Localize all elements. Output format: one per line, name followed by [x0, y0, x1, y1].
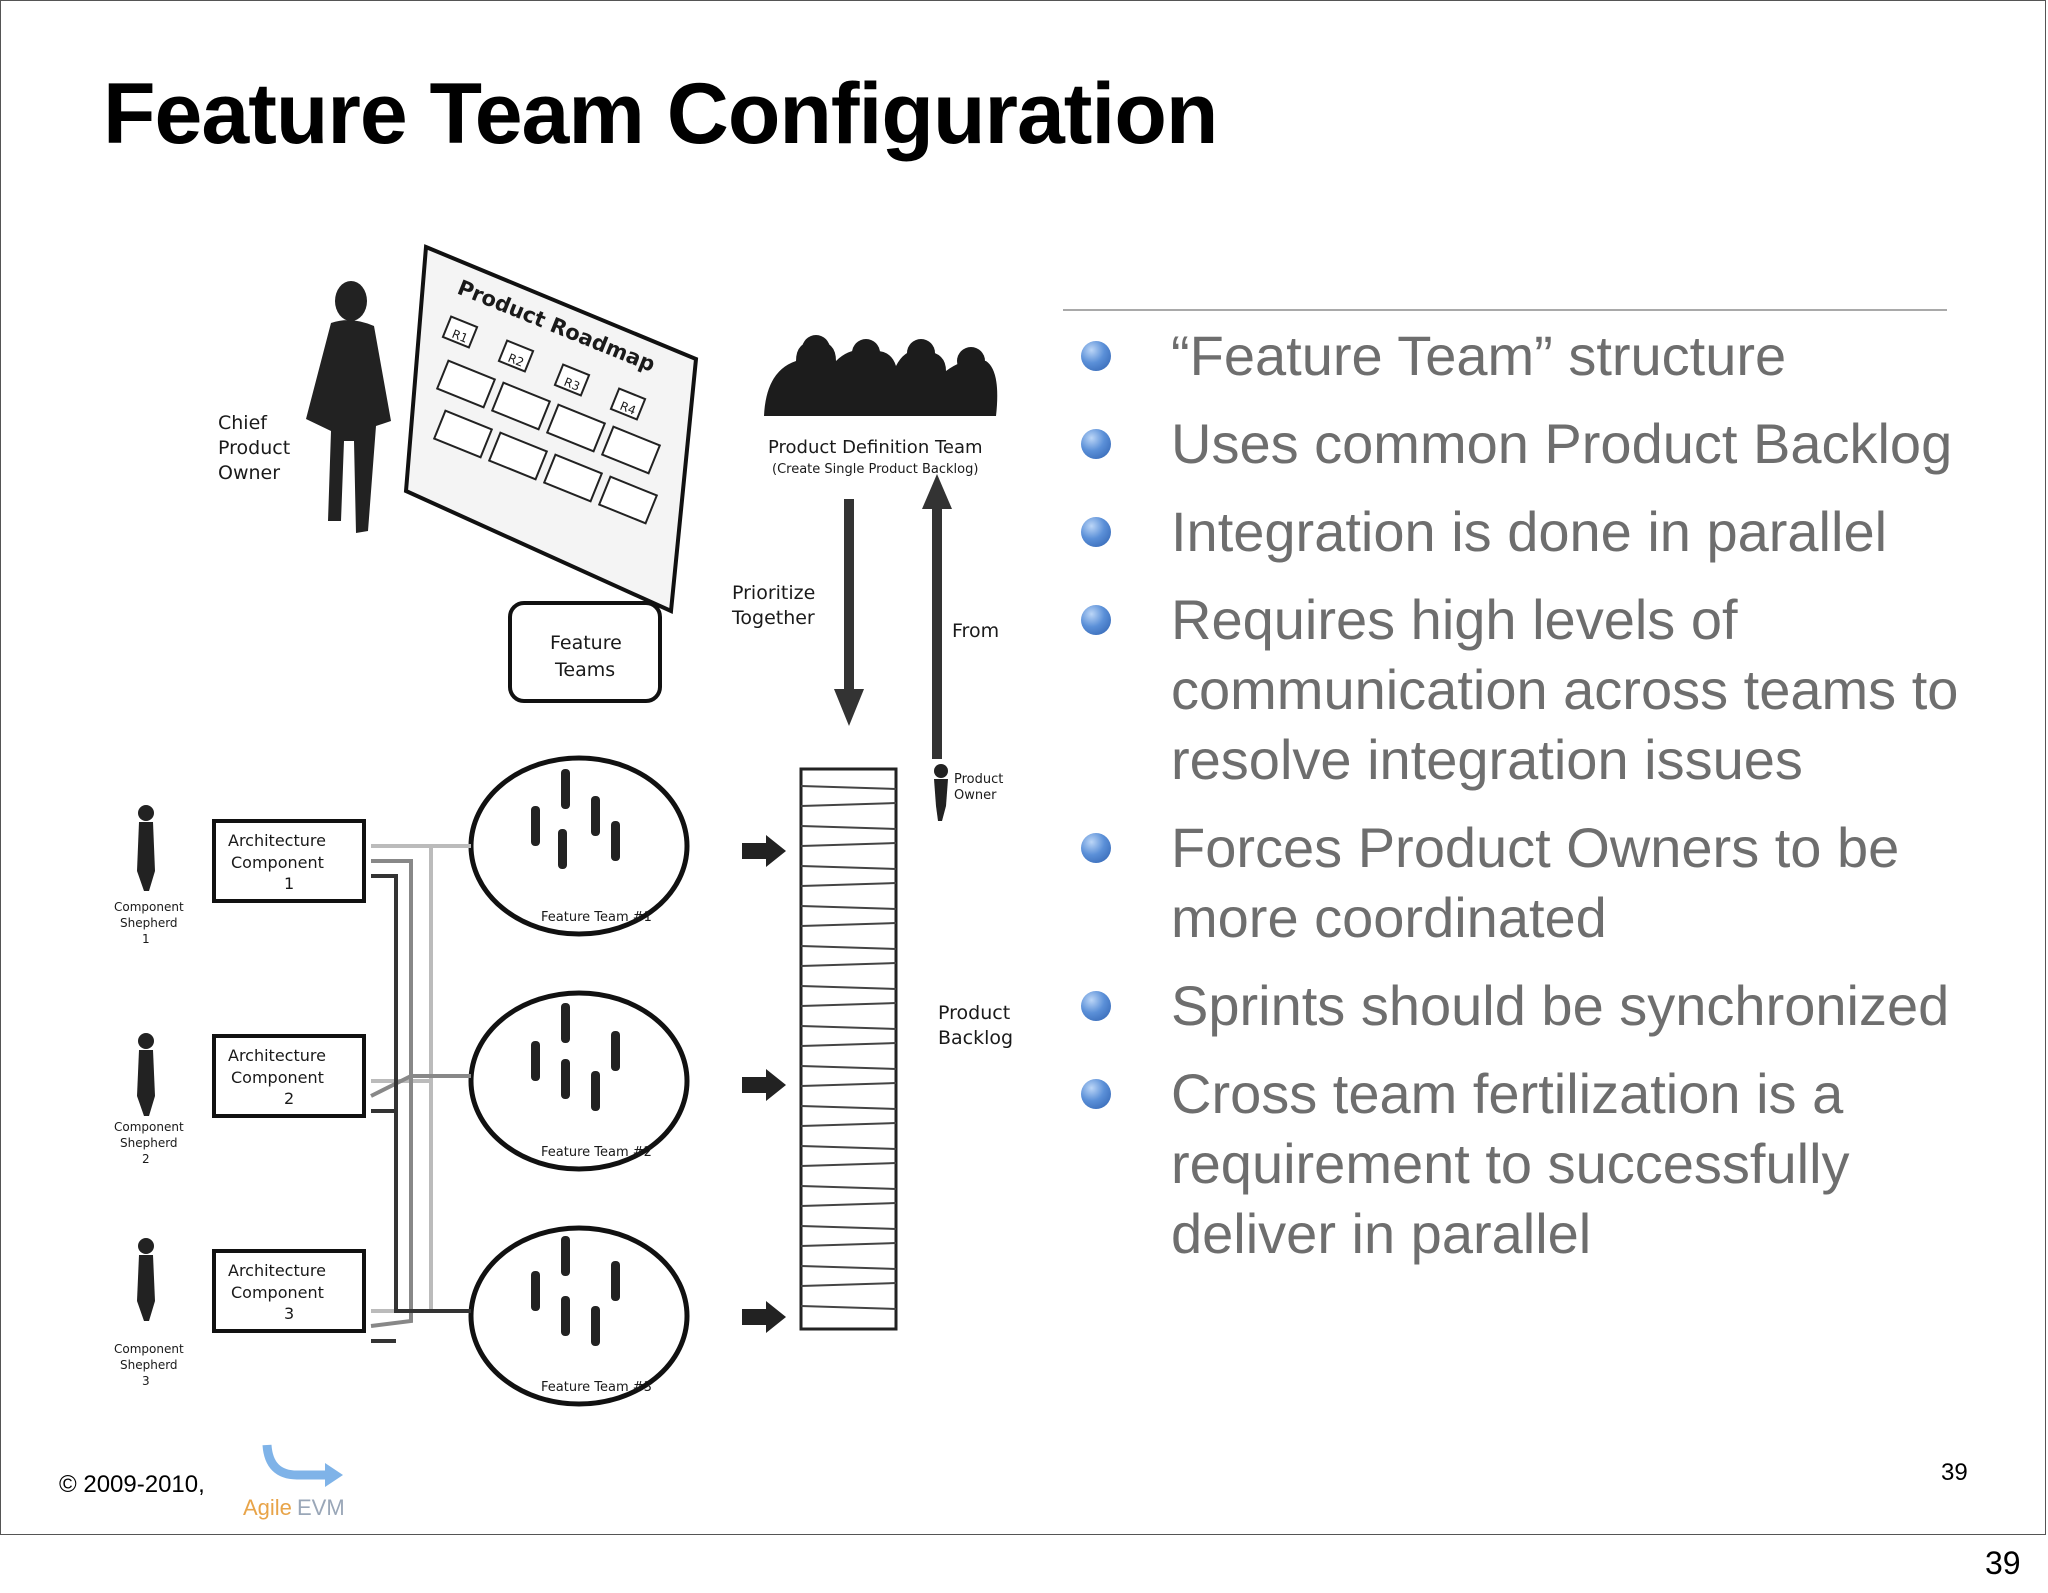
product-backlog-stack [799, 767, 898, 1331]
svg-text:EVM: EVM [297, 1495, 345, 1520]
chief-po-line-3: Owner [218, 462, 280, 484]
shepherd-1-line-1: Component [114, 900, 184, 914]
bullet-icon [1081, 429, 1111, 459]
prioritize-line-2: Together [731, 607, 815, 629]
shepherd-2-line-1: Component [114, 1120, 184, 1134]
feature-team-1-label: Feature Team #1 [541, 910, 652, 925]
product-owner-figure [934, 764, 948, 821]
feature-team-3-label: Feature Team #3 [541, 1380, 652, 1395]
feature-teams-line-2: Teams [554, 659, 615, 681]
chief-po-line-1: Chief [218, 412, 268, 434]
arch-2-line-2: Component [231, 1068, 324, 1087]
product-owner-line-2: Owner [954, 788, 997, 803]
pdt-title: Product Definition Team [768, 437, 983, 458]
bullet-item: Forces Product Owners to be more coordin… [1081, 813, 1981, 953]
feature-team-2-label: Feature Team #2 [541, 1145, 652, 1160]
component-connection-lines [370, 844, 471, 1343]
shepherd-3-line-3: 3 [142, 1374, 150, 1388]
arch-3-line-1: Architecture [228, 1261, 326, 1280]
team-to-backlog-arrows [742, 835, 786, 1333]
shepherd-3-line-2: Shepherd [120, 1358, 178, 1372]
arch-2-line-1: Architecture [228, 1046, 326, 1065]
bullet-icon [1081, 605, 1111, 635]
slide-number: 39 [1941, 1459, 1968, 1486]
chief-product-owner-figure [306, 281, 391, 533]
arch-1-line-1: Architecture [228, 831, 326, 850]
bullet-item: “Feature Team” structure [1081, 321, 1981, 391]
arch-3-line-2: Component [231, 1283, 324, 1302]
feature-team-1: Feature Team #1 [468, 755, 690, 937]
from-label: From [952, 620, 999, 642]
prioritize-arrows [834, 474, 952, 759]
arch-1-line-2: Component [231, 853, 324, 872]
copyright-text: © 2009-2010, [59, 1471, 205, 1498]
bullet-icon [1081, 341, 1111, 371]
bullet-list: “Feature Team” structure Uses common Pro… [1081, 321, 1981, 1287]
bullet-item: Uses common Product Backlog [1081, 409, 1981, 479]
release-r4: R4 [618, 399, 638, 418]
arch-2-line-3: 2 [284, 1089, 294, 1108]
product-backlog-line-2: Backlog [938, 1027, 1013, 1049]
bullet-icon [1081, 833, 1111, 863]
prioritize-line-1: Prioritize [732, 582, 815, 604]
shepherd-2-line-3: 2 [142, 1152, 150, 1166]
bullet-item: Cross team fertilization is a requiremen… [1081, 1059, 1981, 1269]
shepherd-3-line-1: Component [114, 1342, 184, 1356]
page-number: 39 [1985, 1545, 2021, 1581]
bullet-item: Integration is done in parallel [1081, 497, 1981, 567]
bullet-item: Requires high levels of communication ac… [1081, 585, 1981, 795]
pdt-subtitle: (Create Single Product Backlog) [772, 462, 978, 477]
feature-team-3: Feature Team #3 [468, 1225, 690, 1407]
feature-teams-line-1: Feature [550, 632, 622, 654]
svg-text:Agile: Agile [243, 1495, 292, 1520]
product-roadmap-board: Product Roadmap R1 R2 R3 R4 [403, 244, 699, 614]
product-definition-team-figures [764, 335, 998, 416]
product-owner-line-1: Product [954, 772, 1003, 787]
feature-teams-box [508, 601, 662, 703]
arch-1-line-3: 1 [284, 874, 294, 893]
feature-team-diagram: Chief Product Owner Product Roadmap R1 [114, 244, 1013, 1407]
shepherd-1-line-3: 1 [142, 932, 150, 946]
bullet-icon [1081, 991, 1111, 1021]
slide-title: Feature Team Configuration [103, 66, 1218, 162]
feature-team-2: Feature Team #2 [468, 990, 690, 1172]
bullet-icon [1081, 517, 1111, 547]
release-r1: R1 [450, 327, 470, 346]
chief-po-line-2: Product [218, 437, 290, 459]
product-backlog-line-1: Product [938, 1002, 1010, 1024]
agileevm-logo: Agile EVM [243, 1444, 345, 1520]
bullet-icon [1081, 1079, 1111, 1109]
shepherd-1-line-2: Shepherd [120, 916, 178, 930]
architecture-component-1: Architecture Component 1 [212, 819, 366, 903]
bullet-item: Sprints should be synchronized [1081, 971, 1981, 1041]
architecture-component-3: Architecture Component 3 [212, 1249, 366, 1333]
shepherd-2-line-2: Shepherd [120, 1136, 178, 1150]
release-r3: R3 [562, 375, 582, 394]
bullet-divider [1063, 309, 1947, 311]
arch-3-line-3: 3 [284, 1304, 294, 1323]
architecture-component-2: Architecture Component 2 [212, 1034, 366, 1118]
slide: Feature Team Configuration Chief Product… [0, 0, 2046, 1535]
release-r2: R2 [506, 351, 526, 370]
component-shepherd-figures [137, 805, 155, 1321]
